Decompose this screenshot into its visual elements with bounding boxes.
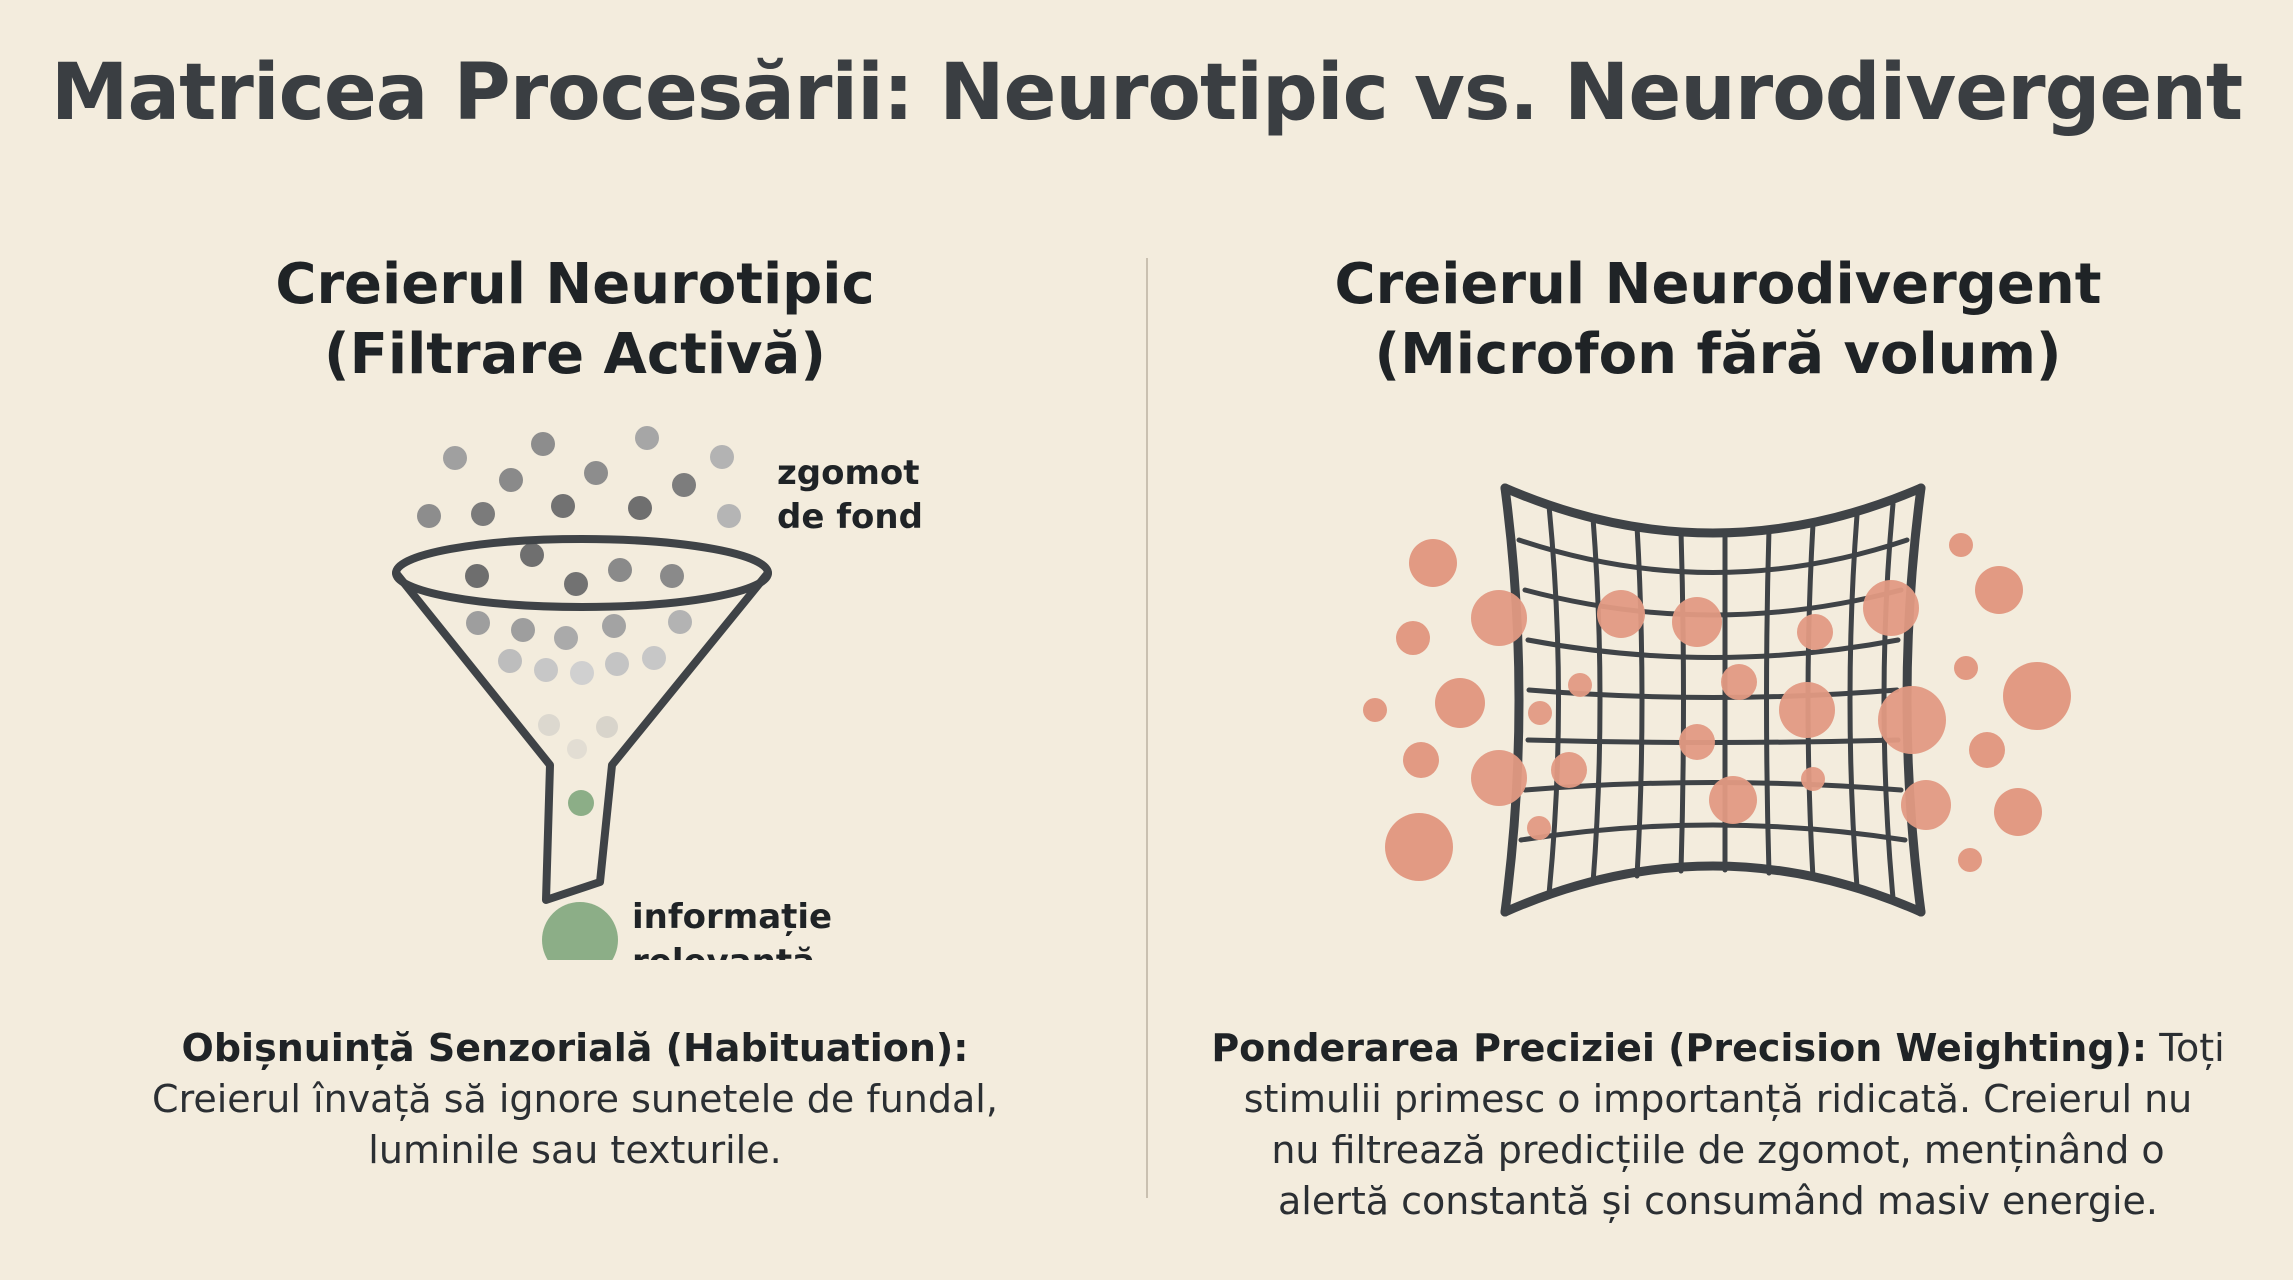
neurodivergent-heading-line2: (Microfon fără volum) (1374, 322, 2062, 387)
precision-weighting-text-line2: nu filtrează predicțiile de zgomot, menț… (1271, 1128, 2165, 1172)
noise-label-line2: de fond (777, 497, 923, 537)
habituation-description: Obișnuință Senzorială (Habituation): Cre… (20, 1023, 1130, 1176)
signal-label-line2: relevantă (632, 942, 815, 960)
precision-weighting-line0: Ponderarea Preciziei (Precision Weightin… (1163, 1023, 2273, 1074)
neurotypical-heading-line2: (Filtrare Activă) (324, 322, 826, 387)
noise-dots (417, 426, 741, 759)
page-title: Matricea Procesării: Neurotipic vs. Neur… (50, 48, 2243, 138)
noise-label-line1: zgomot (777, 453, 920, 493)
habituation-title: Obișnuință Senzorială (Habituation): (181, 1026, 969, 1070)
column-divider (1146, 258, 1148, 1198)
habituation-text-line2: luminile sau texturile. (368, 1128, 782, 1172)
stimulus-dots-behind (1363, 533, 2071, 881)
funnel-icon (392, 535, 772, 904)
neurodivergent-panel: Creierul Neurodivergent (Microfon fără v… (1163, 250, 2273, 1250)
neurodivergent-heading-line1: Creierul Neurodivergent (1334, 252, 2102, 317)
warped-grid-icon (1500, 483, 1926, 917)
precision-weighting-text-line1: stimulii primesc o importanță ridicată. … (1243, 1077, 2193, 1121)
neurodivergent-heading: Creierul Neurodivergent (Microfon fără v… (1163, 250, 2273, 390)
microphone-grid-illustration (1363, 483, 2071, 917)
funnel-illustration: zgomot de fond informație relevantă (392, 426, 923, 960)
stimulus-dots-front (1471, 580, 1951, 840)
precision-weighting-title: Ponderarea Preciziei (Precision Weightin… (1211, 1026, 2148, 1070)
precision-weighting-text-line3: alertă constantă și consumând masiv ener… (1278, 1179, 2158, 1223)
neurotypical-heading: Creierul Neurotipic (Filtrare Activă) (20, 250, 1130, 390)
filtered-signal-dot (568, 790, 594, 816)
neurotypical-heading-line1: Creierul Neurotipic (275, 252, 875, 317)
signal-label-line1: informație (632, 897, 832, 937)
neurotypical-panel: Creierul Neurotipic (Filtrare Activă) (20, 250, 1130, 1250)
precision-weighting-description: Ponderarea Preciziei (Precision Weightin… (1163, 1023, 2273, 1227)
relevant-information-dot (542, 902, 618, 960)
habituation-text-line1: Creierul învață să ignore sunetele de fu… (152, 1077, 998, 1121)
precision-weighting-title-tail: Toți (2147, 1026, 2225, 1070)
